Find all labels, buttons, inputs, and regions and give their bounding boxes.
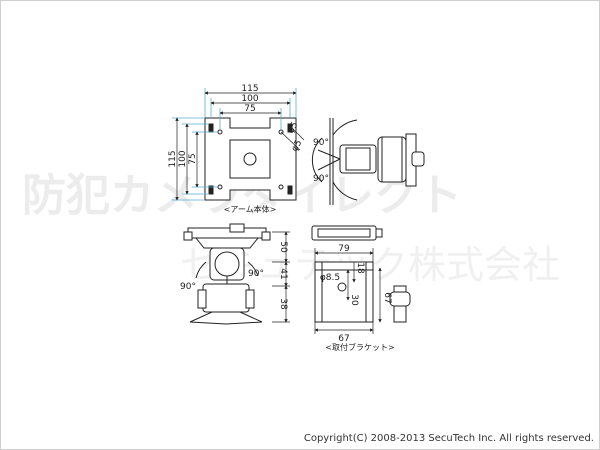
bracket-dim-side-height: 67 [382, 292, 392, 303]
bracket-caption: <取付ブラケット> [325, 342, 394, 352]
front-angle-right: 90° [248, 269, 264, 279]
bracket-top-view [311, 225, 383, 241]
front-dim-arrows [272, 231, 290, 323]
arm-body-view [204, 117, 297, 201]
bracket-dim-inner-height: 30 [349, 294, 359, 306]
arm-body-dim-arrows [175, 91, 305, 201]
arm-dim-width-outer: 115 [241, 84, 258, 94]
arm-dim-width-inner: 75 [244, 104, 255, 114]
bracket-dim-top-width: 79 [338, 244, 350, 254]
copyright-text: Copyright(C) 2008-2013 SecuTech Inc. All… [303, 433, 594, 444]
side-angle-up: 90° [313, 138, 329, 148]
front-dim-bottom: 38 [278, 298, 288, 310]
arm-dim-height-inner: 75 [188, 153, 198, 164]
bracket-dim-small: 18 [355, 262, 365, 274]
side-view [311, 118, 425, 205]
arm-dim-width-mid: 100 [241, 94, 258, 104]
arm-dim-height-mid: 100 [178, 150, 188, 167]
front-angle-left: 90° [180, 282, 196, 292]
arm-body-caption: <アーム本体> [224, 204, 277, 214]
bracket-front-view [314, 261, 411, 323]
bracket-dim-arrows [314, 248, 382, 334]
front-dim-mid: 41 [278, 268, 288, 279]
front-view [183, 223, 271, 325]
side-angle-down: 90° [313, 174, 329, 184]
bracket-dim-hole: φ8.5 [320, 273, 340, 283]
front-dim-top: 50 [278, 241, 288, 253]
arm-dim-height-outer: 115 [168, 150, 178, 167]
bracket-dim-bottom-width: 67 [338, 334, 349, 344]
